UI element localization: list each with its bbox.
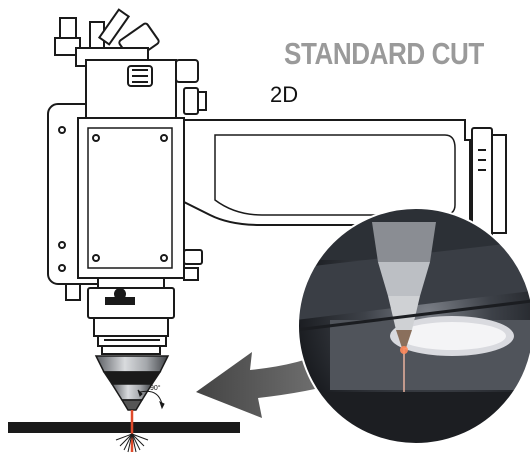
- page-title: STANDARD CUT: [284, 36, 484, 71]
- angle-label: 90°: [150, 384, 161, 392]
- main-body: [77, 59, 207, 281]
- workpiece-plate: [8, 422, 240, 433]
- nozzle-closeup-photo: [297, 207, 530, 445]
- angle-indicator: [137, 389, 165, 410]
- side-arm: [179, 119, 507, 241]
- laser-beam: [115, 410, 149, 453]
- page-subtitle: 2D: [270, 82, 299, 107]
- lower-body: [87, 277, 175, 355]
- nozzle: [94, 355, 170, 411]
- top-fittings: [54, 8, 160, 67]
